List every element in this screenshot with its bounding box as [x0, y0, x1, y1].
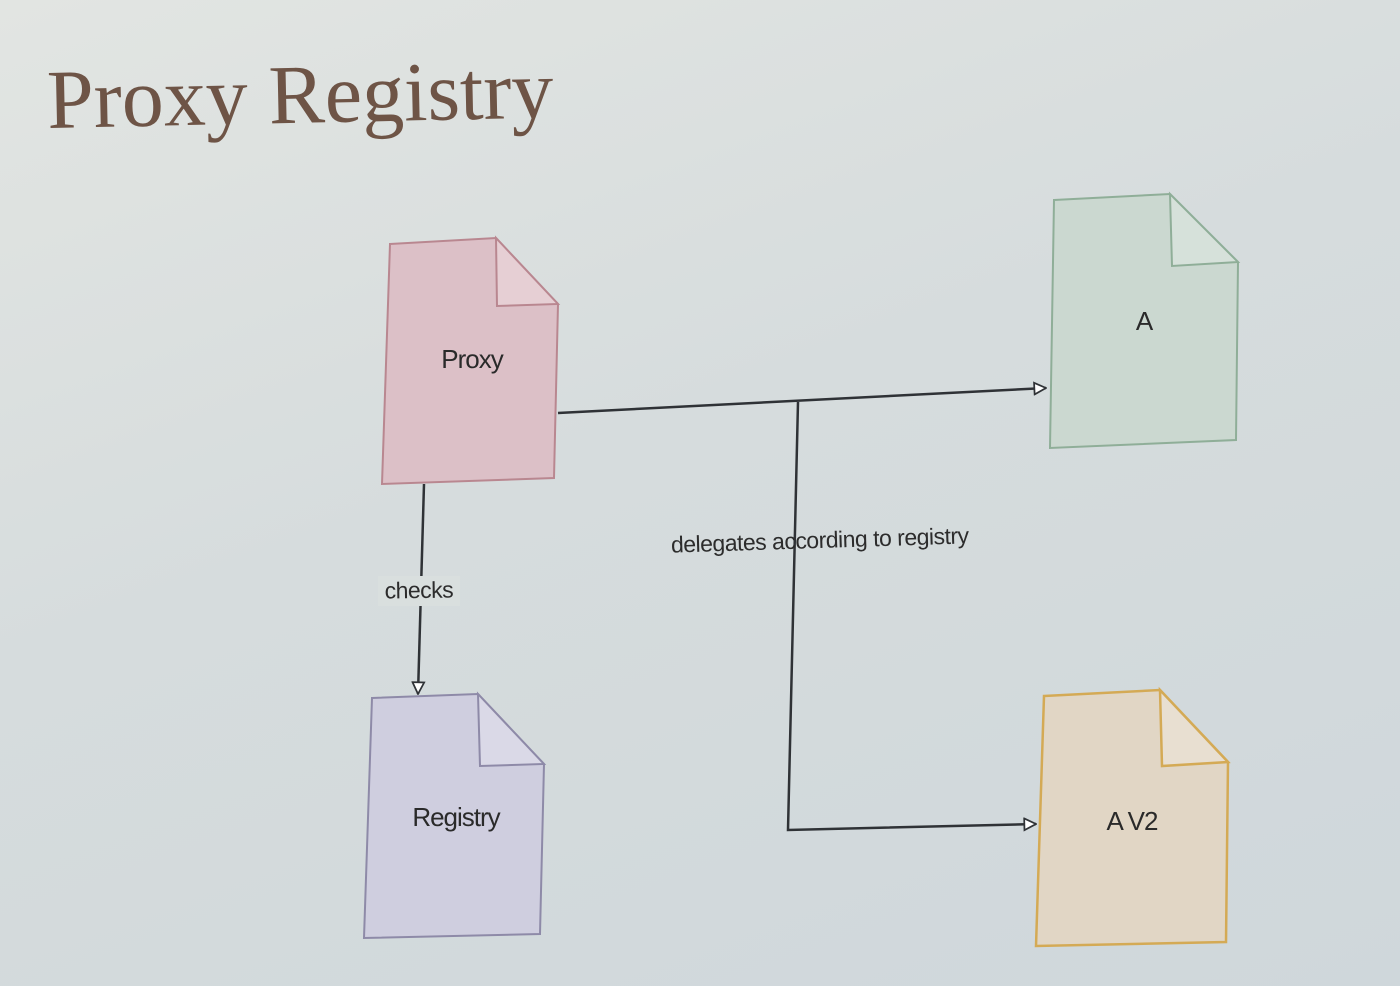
edge-proxy-to-a[interactable] [557, 388, 1046, 415]
edge-label-delegates: delegates according to registry [671, 522, 970, 557]
registry-folded-corner [476, 691, 547, 768]
a-v2-folded-corner [1158, 686, 1231, 768]
edge-label-checks: checks [384, 577, 453, 604]
a-v2-label: A V2 [1107, 806, 1158, 836]
node-a[interactable]: A [1048, 191, 1241, 450]
a-label: A [1136, 306, 1154, 336]
checks-label-background [378, 576, 460, 606]
node-registry[interactable]: Registry [362, 691, 547, 940]
node-a-v2[interactable]: A V2 [1034, 686, 1231, 948]
a-folded-corner [1168, 191, 1241, 268]
proxy-label: Proxy [441, 344, 503, 374]
edge-proxy-to-a-v2[interactable] [786, 401, 1036, 830]
node-proxy[interactable]: Proxy [380, 235, 561, 486]
proxy-folded-corner [494, 235, 561, 308]
registry-label: Registry [412, 802, 500, 832]
